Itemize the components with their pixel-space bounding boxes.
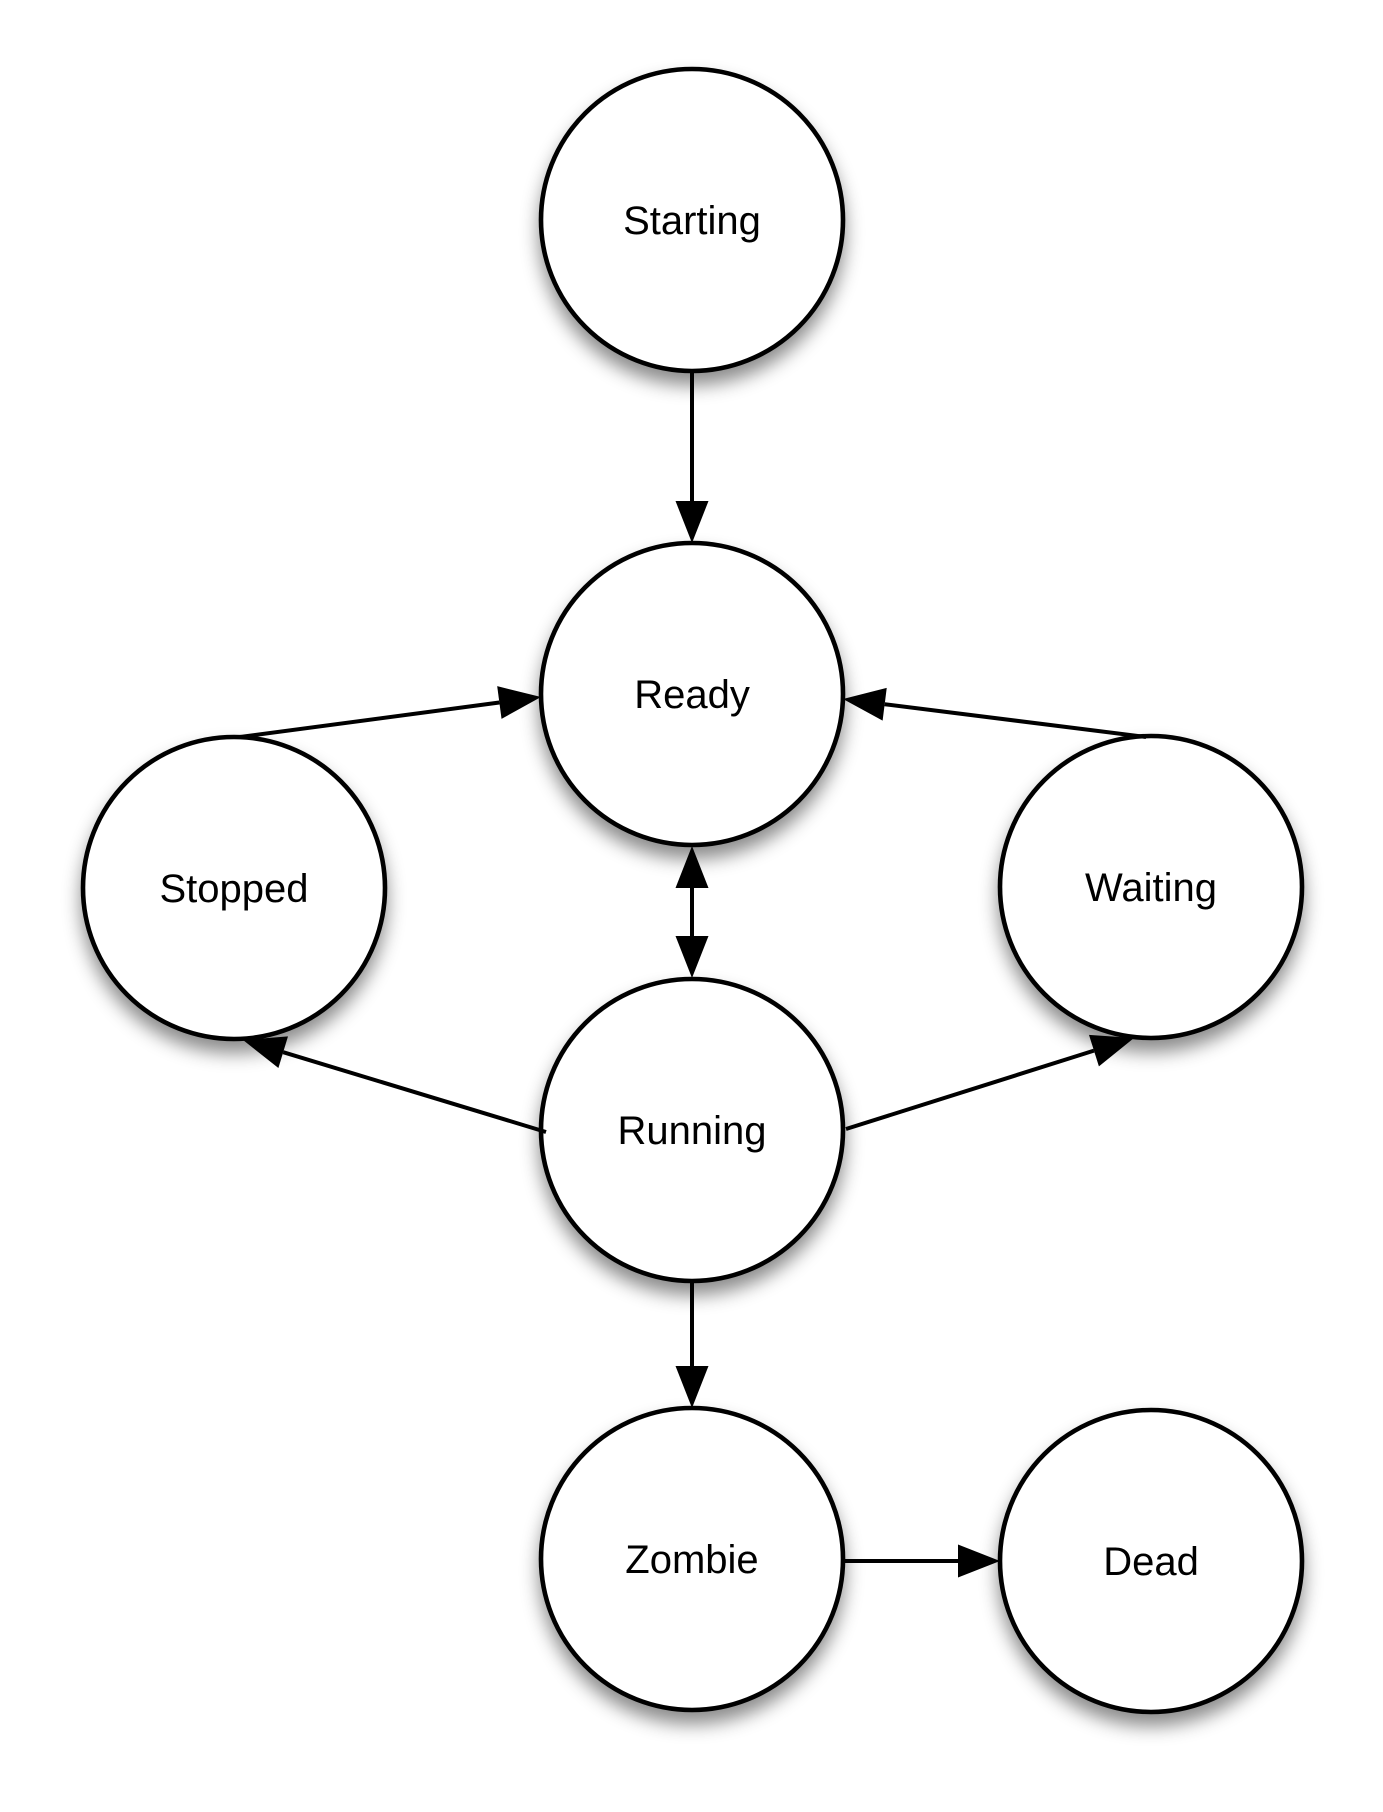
edge-zombie-to-dead [843, 1544, 1000, 1578]
node-waiting: Waiting [997, 733, 1305, 1041]
arrowhead-icon [958, 1544, 1000, 1578]
node-starting: Starting [538, 66, 846, 374]
arrowhead-icon [843, 687, 887, 721]
node-waiting-label: Waiting [1085, 866, 1217, 910]
edge-line [845, 1048, 1095, 1131]
node-stopped-label: Stopped [159, 867, 308, 911]
edge-running-to-zombie [675, 1281, 709, 1408]
arrowhead-icon [675, 1366, 709, 1408]
edge-running-to-stopped [243, 1036, 547, 1134]
edge-running-to-waiting [845, 1034, 1134, 1131]
edge-line [239, 700, 500, 739]
node-zombie: Zombie [538, 1405, 846, 1713]
arrowhead-icon [675, 846, 709, 888]
arrowhead-icon [1088, 1034, 1134, 1067]
edge-line [884, 702, 1147, 739]
node-dead: Dead [997, 1407, 1305, 1715]
edge-starting-to-ready [675, 371, 709, 543]
node-stopped: Stopped [80, 734, 388, 1042]
node-running-label: Running [617, 1109, 766, 1153]
node-ready: Ready [538, 540, 846, 848]
node-zombie-label: Zombie [625, 1538, 758, 1582]
node-running: Running [538, 976, 846, 1284]
arrowhead-icon [675, 501, 709, 543]
node-stopped-circle [80, 734, 388, 1042]
edge-stopped-to-ready [239, 686, 541, 739]
arrowhead-icon [243, 1036, 288, 1068]
node-dead-label: Dead [1103, 1540, 1199, 1584]
edge-waiting-to-ready [843, 687, 1147, 739]
node-ready-label: Ready [634, 673, 750, 717]
node-waiting-circle [997, 733, 1305, 1041]
arrowhead-icon [675, 936, 709, 978]
node-starting-label: Starting [623, 199, 761, 243]
edges-layer [239, 371, 1147, 1578]
arrowhead-icon [497, 686, 541, 719]
edge-ready-to-running [675, 846, 709, 978]
edge-line [282, 1050, 547, 1134]
